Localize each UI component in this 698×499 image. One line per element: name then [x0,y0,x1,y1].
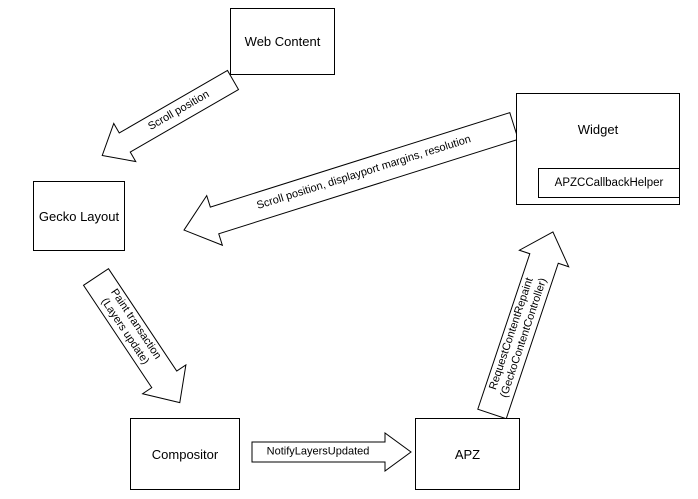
widget-label: Widget [577,122,619,137]
apzc-callback-helper-label: APZCCallbackHelper [554,177,664,189]
paint-transaction-arrow [82,267,187,404]
gecko-layout-label: Gecko Layout [38,208,120,224]
apz-label: APZ [454,446,481,462]
compositor-box: Compositor [130,418,240,490]
compositor-label: Compositor [151,446,219,462]
apzc-callback-helper-box: APZCCallbackHelper [538,168,680,198]
web-content-box: Web Content [230,8,335,75]
web-content-label: Web Content [244,34,321,49]
notify-layers-updated-arrow-label: NotifyLayersUpdated [266,445,370,458]
gecko-layout-box: Gecko Layout [33,181,125,251]
scroll-position-arrow [101,69,240,163]
apz-box: APZ [415,418,520,490]
widget-box: Widget APZCCallbackHelper [516,93,680,205]
notify-layers-updated-arrow [251,432,412,472]
scroll-displayport-arrow [183,112,519,247]
request-content-repaint-arrow [477,231,570,420]
